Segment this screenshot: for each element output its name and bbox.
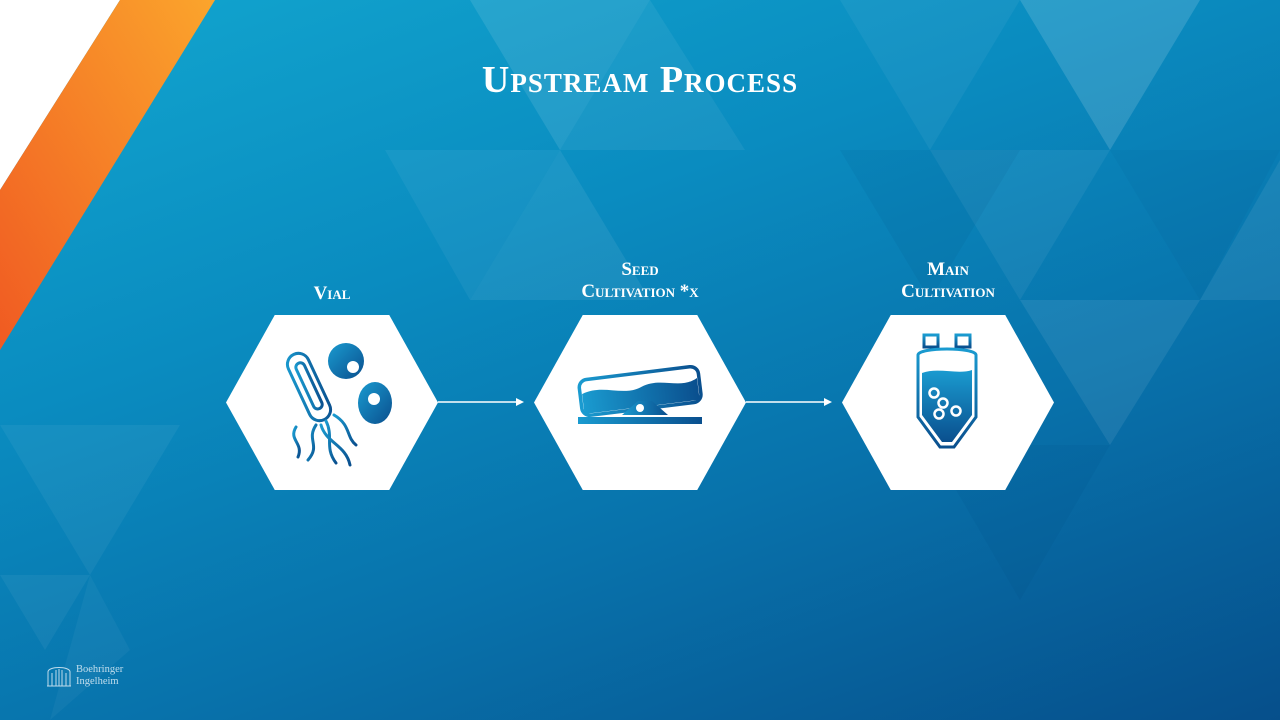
flow-arrow — [746, 397, 832, 407]
step-label-line: Cultivation — [901, 281, 995, 302]
step-label-line: Vial — [313, 283, 351, 304]
step-hexagon-main-cultivation — [842, 315, 1054, 490]
bioreactor-tank-icon — [916, 333, 978, 467]
boehringer-logo-icon — [47, 667, 71, 687]
step-hexagon-vial — [226, 315, 438, 490]
brand-name: Boehringer Ingelheim — [76, 664, 123, 688]
step-label-seed-cultivation: Seed Cultivation *x — [530, 259, 750, 303]
flow-arrow — [438, 397, 524, 407]
slide-title: Upstream Process — [481, 59, 799, 101]
step-label-line: Main — [927, 259, 969, 280]
bacteria-cells-icon — [285, 343, 392, 467]
step-hexagon-seed-cultivation — [534, 315, 746, 490]
step-label-line: Seed — [621, 259, 659, 280]
step-label-line: Cultivation *x — [581, 281, 699, 302]
step-label-main-cultivation: Main Cultivation — [838, 259, 1058, 303]
brand-name-line2: Ingelheim — [76, 676, 119, 687]
brand-name-line1: Boehringer — [76, 664, 124, 675]
rocking-bioreactor-icon — [577, 364, 703, 424]
step-label-vial: Vial — [222, 283, 442, 305]
brand-logo: Boehringer Ingelheim — [46, 664, 123, 688]
